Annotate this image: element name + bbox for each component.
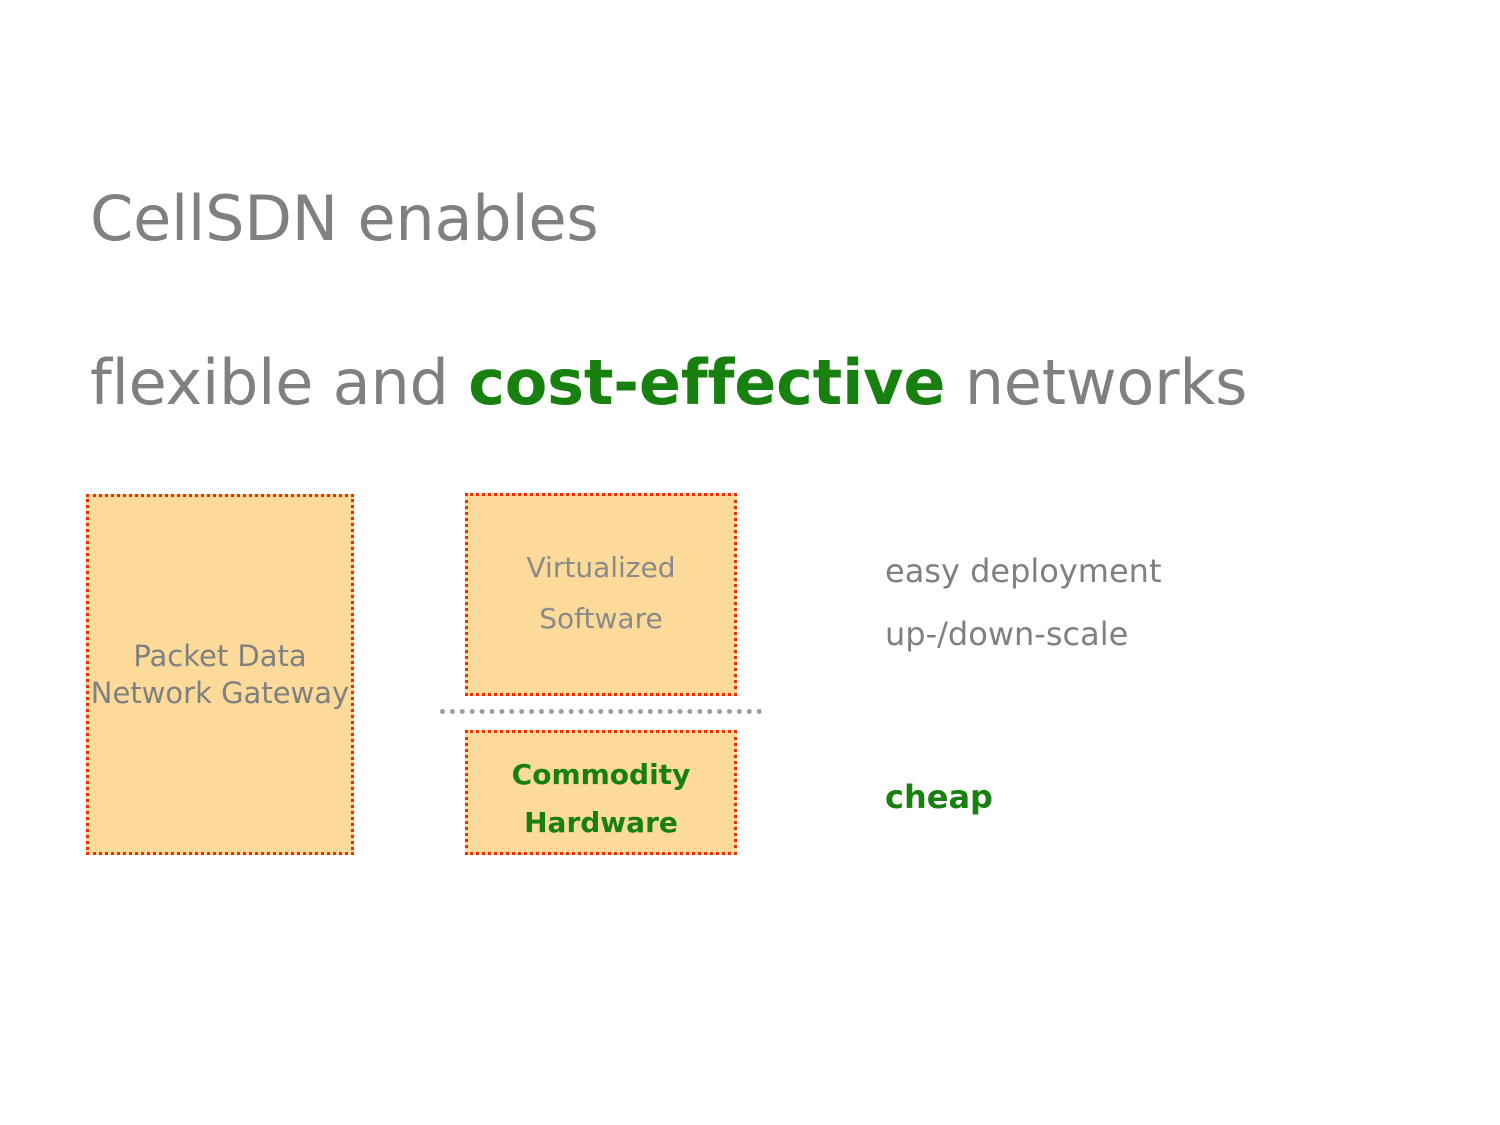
box-label-commodity-hardware: Commodity Hardware <box>511 758 691 839</box>
software-hardware-divider <box>440 709 762 714</box>
title-line-2-prefix: flexible and <box>90 345 469 419</box>
annotation-easy-deployment: easy deployment <box>885 552 1162 590</box>
annotation-up-down-scale: up-/down-scale <box>885 615 1129 653</box>
annotation-cheap: cheap <box>885 778 993 816</box>
box-label-packet-data-network-gateway: Packet Data Network Gateway <box>90 638 350 710</box>
box-virtualized-software: Virtualized Software <box>465 493 737 696</box>
title-line-1: CellSDN enables <box>90 181 599 255</box>
title-emphasis-cost-effective: cost-effective <box>468 345 946 419</box>
page-title: CellSDN enables flexible and cost-effect… <box>90 96 1430 506</box>
box-label-virtualized-software: Virtualized Software <box>526 551 676 635</box>
box-commodity-hardware: Commodity Hardware <box>465 730 737 855</box>
title-line-2-suffix: networks <box>945 345 1248 419</box>
box-packet-data-network-gateway: Packet Data Network Gateway <box>86 494 354 855</box>
title-line-2: flexible and cost-effective networks <box>90 342 1430 424</box>
